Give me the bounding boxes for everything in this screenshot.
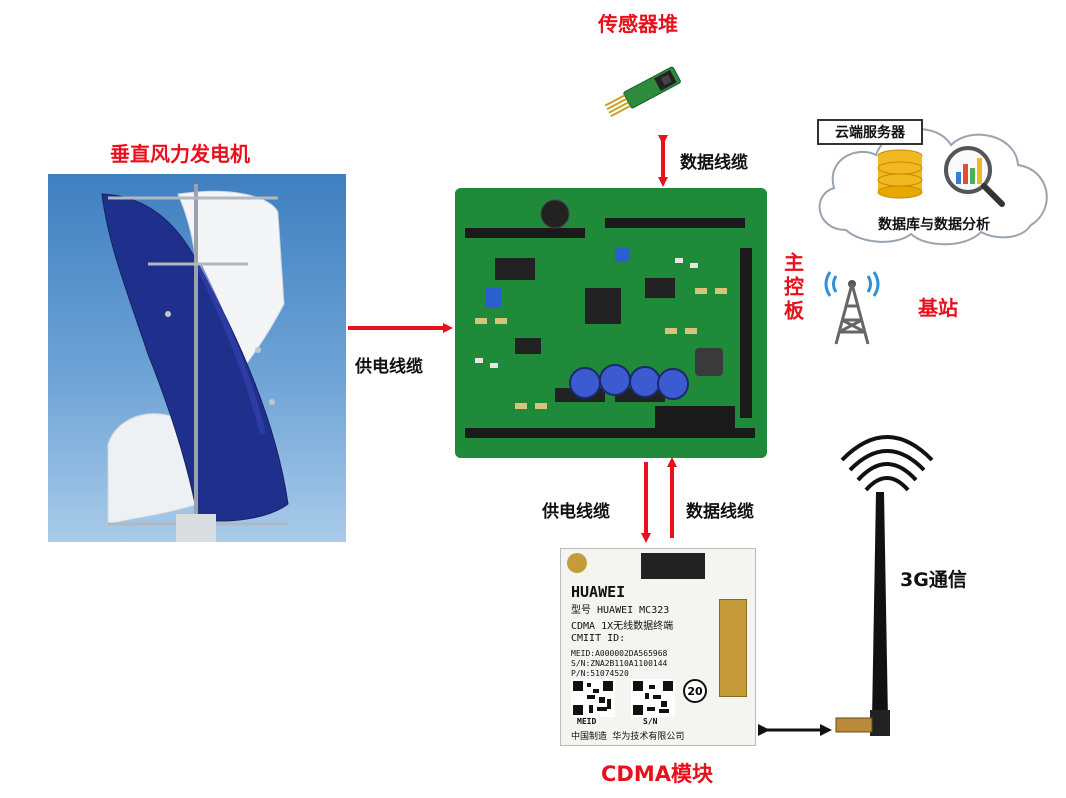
cdma-module-label: CDMA模块 bbox=[601, 762, 713, 786]
module-cdma-line: CDMA 1X无线数据终端 bbox=[571, 621, 674, 632]
module-model: 型号 HUAWEI MC323 bbox=[571, 605, 670, 616]
cdma-module-image: HUAWEI 型号 HUAWEI MC323 CDMA 1X无线数据终端 CMI… bbox=[560, 548, 756, 746]
cloud-server-title: 云端服务器 bbox=[817, 119, 923, 145]
sensor-stack-label: 传感器堆 bbox=[598, 12, 678, 36]
meid-caption: MEID bbox=[577, 717, 597, 726]
qr-code-sn-icon bbox=[631, 679, 675, 717]
sn-caption: S/N bbox=[643, 717, 658, 726]
module-meid: MEID:A000002DA565968 bbox=[571, 649, 668, 658]
base-station-label: 基站 bbox=[918, 296, 958, 320]
module-chip bbox=[641, 553, 705, 579]
3g-communication-label: 3G通信 bbox=[900, 569, 967, 591]
module-footer: 中国制造 华为技术有限公司 bbox=[571, 732, 685, 742]
main-board-label-text: 主控板 bbox=[780, 252, 805, 324]
turbine-label: 垂直风力发电机 bbox=[110, 142, 250, 166]
module-pn: P/N:51074520 bbox=[571, 669, 629, 678]
power-cable-bottom-label: 供电线缆 bbox=[542, 502, 610, 522]
sensor-icon bbox=[604, 66, 681, 118]
db-analysis-label: 数据库与数据分析 bbox=[878, 217, 990, 233]
data-cable-top-label: 数据线缆 bbox=[680, 153, 748, 173]
power-cable-left-label: 供电线缆 bbox=[355, 357, 423, 377]
module-cmiit: CMIIT ID: bbox=[571, 633, 626, 644]
module-sn: S/N:ZNA2B110A1100144 bbox=[571, 659, 668, 668]
module-pad-icon bbox=[567, 553, 587, 573]
cloud-icon bbox=[818, 128, 1048, 246]
module-connector bbox=[719, 599, 747, 697]
recycle-badge: 20 bbox=[683, 679, 707, 703]
data-cable-bottom-label: 数据线缆 bbox=[686, 502, 754, 522]
main-board-image bbox=[455, 188, 767, 458]
wind-turbine-icon bbox=[101, 184, 289, 542]
base-station-tower-icon bbox=[824, 271, 880, 345]
module-brand: HUAWEI bbox=[571, 583, 626, 601]
antenna-icon bbox=[835, 435, 934, 736]
qr-code-meid-icon bbox=[571, 679, 615, 717]
pcb-icon bbox=[455, 188, 767, 458]
wind-turbine-image bbox=[48, 174, 346, 542]
main-board-label: 主控板 bbox=[780, 252, 805, 324]
